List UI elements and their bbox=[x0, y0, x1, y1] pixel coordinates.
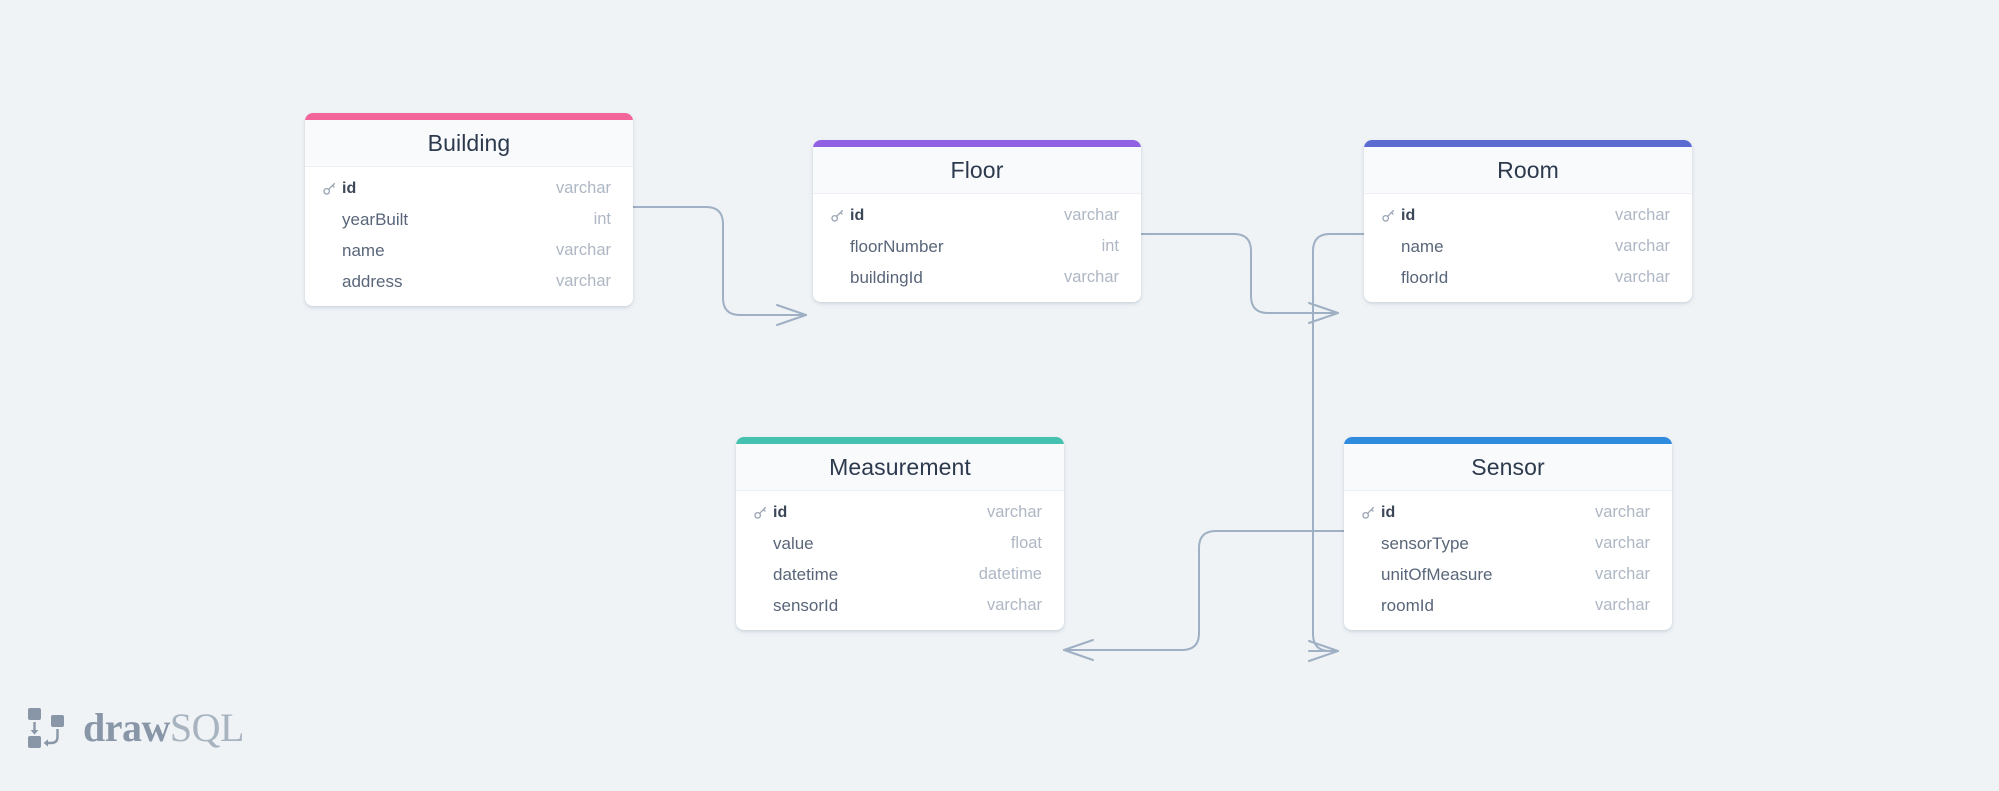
table-title: Building bbox=[305, 120, 633, 167]
column-type: varchar bbox=[1614, 268, 1670, 286]
key-icon bbox=[1361, 505, 1381, 520]
column-type: varchar bbox=[1614, 206, 1670, 224]
column-name: floorId bbox=[1401, 267, 1449, 287]
column-name: unitOfMeasure bbox=[1381, 564, 1493, 584]
table-accent-bar bbox=[1344, 437, 1672, 444]
column-type: varchar bbox=[555, 272, 611, 290]
table-card-room[interactable]: Room id varchar name varchar floorId varchar bbox=[1364, 140, 1692, 302]
key-icon bbox=[753, 505, 773, 520]
column-type: varchar bbox=[555, 179, 611, 197]
drawsql-nodes-arrow-icon bbox=[26, 705, 72, 751]
column-type: varchar bbox=[1594, 596, 1650, 614]
column-row[interactable]: unitOfMeasure varchar bbox=[1344, 559, 1672, 590]
column-name: address bbox=[342, 271, 403, 291]
column-row[interactable]: name varchar bbox=[1364, 231, 1692, 262]
column-row[interactable]: buildingId varchar bbox=[813, 262, 1141, 293]
table-card-building[interactable]: Building id varchar yearBuilt int name varchar… bbox=[305, 113, 633, 306]
column-row[interactable]: id varchar bbox=[813, 200, 1141, 231]
column-name: buildingId bbox=[850, 267, 923, 287]
column-row[interactable]: name varchar bbox=[305, 235, 633, 266]
key-icon bbox=[322, 181, 342, 196]
column-type: varchar bbox=[986, 503, 1042, 521]
column-type: varchar bbox=[1594, 565, 1650, 583]
column-name: sensorId bbox=[773, 595, 839, 615]
edge-building-floor bbox=[632, 206, 807, 326]
column-name: name bbox=[1401, 236, 1444, 256]
column-type: varchar bbox=[1594, 534, 1650, 552]
table-columns: id varchar name varchar floorId varchar bbox=[1364, 194, 1692, 302]
table-columns: id varchar value float datetime datetime senso… bbox=[736, 491, 1064, 630]
column-name: id bbox=[1401, 206, 1416, 224]
drawsql-logo[interactable]: drawSQL bbox=[26, 705, 244, 751]
key-icon bbox=[1381, 208, 1401, 223]
column-name: id bbox=[850, 206, 865, 224]
column-name: roomId bbox=[1381, 595, 1434, 615]
column-row[interactable]: id varchar bbox=[1364, 200, 1692, 231]
column-row[interactable]: floorNumber int bbox=[813, 231, 1141, 262]
logo-text-draw: draw bbox=[83, 705, 170, 750]
table-columns: id varchar floorNumber int buildingId varchar bbox=[813, 194, 1141, 302]
column-row[interactable]: id varchar bbox=[305, 173, 633, 204]
column-row[interactable]: sensorType varchar bbox=[1344, 528, 1672, 559]
table-columns: id varchar yearBuilt int name varchar address v… bbox=[305, 167, 633, 306]
table-accent-bar bbox=[1364, 140, 1692, 147]
column-name: id bbox=[1381, 503, 1396, 521]
column-type: varchar bbox=[986, 596, 1042, 614]
column-row[interactable]: roomId varchar bbox=[1344, 590, 1672, 621]
table-title: Room bbox=[1364, 147, 1692, 194]
crows-foot-icon bbox=[1308, 302, 1339, 324]
column-type: varchar bbox=[1614, 237, 1670, 255]
column-name: id bbox=[342, 179, 357, 197]
column-type: int bbox=[593, 210, 611, 228]
table-accent-bar bbox=[305, 113, 633, 120]
column-name: name bbox=[342, 240, 385, 260]
table-title: Floor bbox=[813, 147, 1141, 194]
column-row[interactable]: address varchar bbox=[305, 266, 633, 297]
logo-text-sql: SQL bbox=[169, 705, 245, 750]
column-type: varchar bbox=[555, 241, 611, 259]
column-row[interactable]: id varchar bbox=[736, 497, 1064, 528]
column-type: varchar bbox=[1063, 268, 1119, 286]
column-row[interactable]: floorId varchar bbox=[1364, 262, 1692, 293]
column-row[interactable]: datetime datetime bbox=[736, 559, 1064, 590]
crows-foot-icon bbox=[1308, 640, 1339, 662]
crows-foot-icon bbox=[776, 304, 807, 326]
column-name: id bbox=[773, 503, 788, 521]
drawsql-logo-text: drawSQL bbox=[83, 708, 244, 748]
column-name: yearBuilt bbox=[342, 209, 409, 229]
edge-floor-room bbox=[1140, 233, 1339, 324]
table-title: Measurement bbox=[736, 444, 1064, 491]
table-title: Sensor bbox=[1344, 444, 1672, 491]
column-row[interactable]: yearBuilt int bbox=[305, 204, 633, 235]
column-type: int bbox=[1101, 237, 1119, 255]
column-name: sensorType bbox=[1381, 533, 1469, 553]
table-columns: id varchar sensorType varchar unitOfMeasure v… bbox=[1344, 491, 1672, 630]
column-type: float bbox=[1010, 534, 1042, 552]
crows-foot-icon bbox=[1063, 639, 1094, 661]
table-accent-bar bbox=[813, 140, 1141, 147]
key-icon bbox=[830, 208, 850, 223]
column-row[interactable]: value float bbox=[736, 528, 1064, 559]
edge-sensor-measurement bbox=[1063, 530, 1345, 661]
table-card-floor[interactable]: Floor id varchar floorNumber int buildingId va… bbox=[813, 140, 1141, 302]
column-row[interactable]: sensorId varchar bbox=[736, 590, 1064, 621]
column-type: varchar bbox=[1063, 206, 1119, 224]
column-type: varchar bbox=[1594, 503, 1650, 521]
column-type: datetime bbox=[978, 565, 1042, 583]
column-name: floorNumber bbox=[850, 236, 944, 256]
column-row[interactable]: id varchar bbox=[1344, 497, 1672, 528]
table-accent-bar bbox=[736, 437, 1064, 444]
column-name: datetime bbox=[773, 564, 839, 584]
column-name: value bbox=[773, 533, 814, 553]
